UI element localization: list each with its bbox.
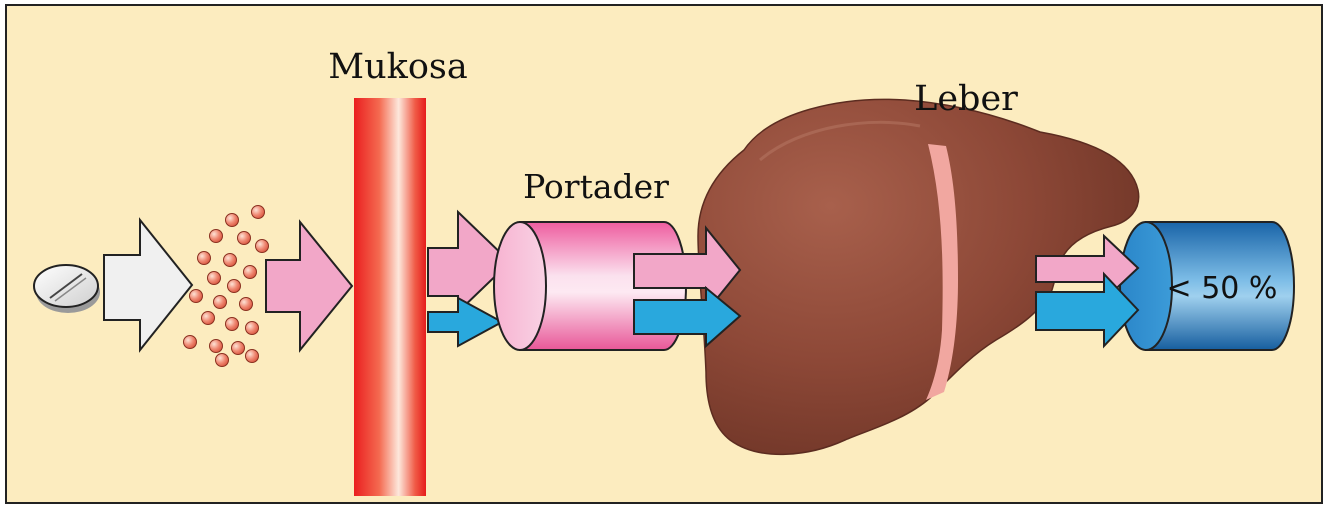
particle-dot [246,322,259,335]
particle-dot [208,272,221,285]
particle-dot [216,354,229,367]
particle-dot [246,350,259,363]
particle-dot [210,340,223,353]
mukosa-label: Mukosa [328,47,468,87]
particle-dot [238,232,251,245]
particle-dot [256,240,269,253]
particle-dot [190,290,203,303]
particle-dot [224,254,237,267]
portader-label: Portader [523,167,669,206]
particle-dot [210,230,223,243]
particle-dot [228,280,241,293]
fraction-label: < 50 % [1167,271,1278,306]
particle-dot [198,252,211,265]
particle-dot [232,342,245,355]
mucosa-wall [354,98,426,496]
particle-dot [226,318,239,331]
particle-dot [214,296,227,309]
particle-dot [184,336,197,349]
tablet-icon [34,265,100,313]
particle-dot [252,206,265,219]
particle-dot [244,266,257,279]
particle-dot [226,214,239,227]
particle-dot [202,312,215,325]
particle-dot [240,298,253,311]
leber-label: Leber [914,79,1018,119]
